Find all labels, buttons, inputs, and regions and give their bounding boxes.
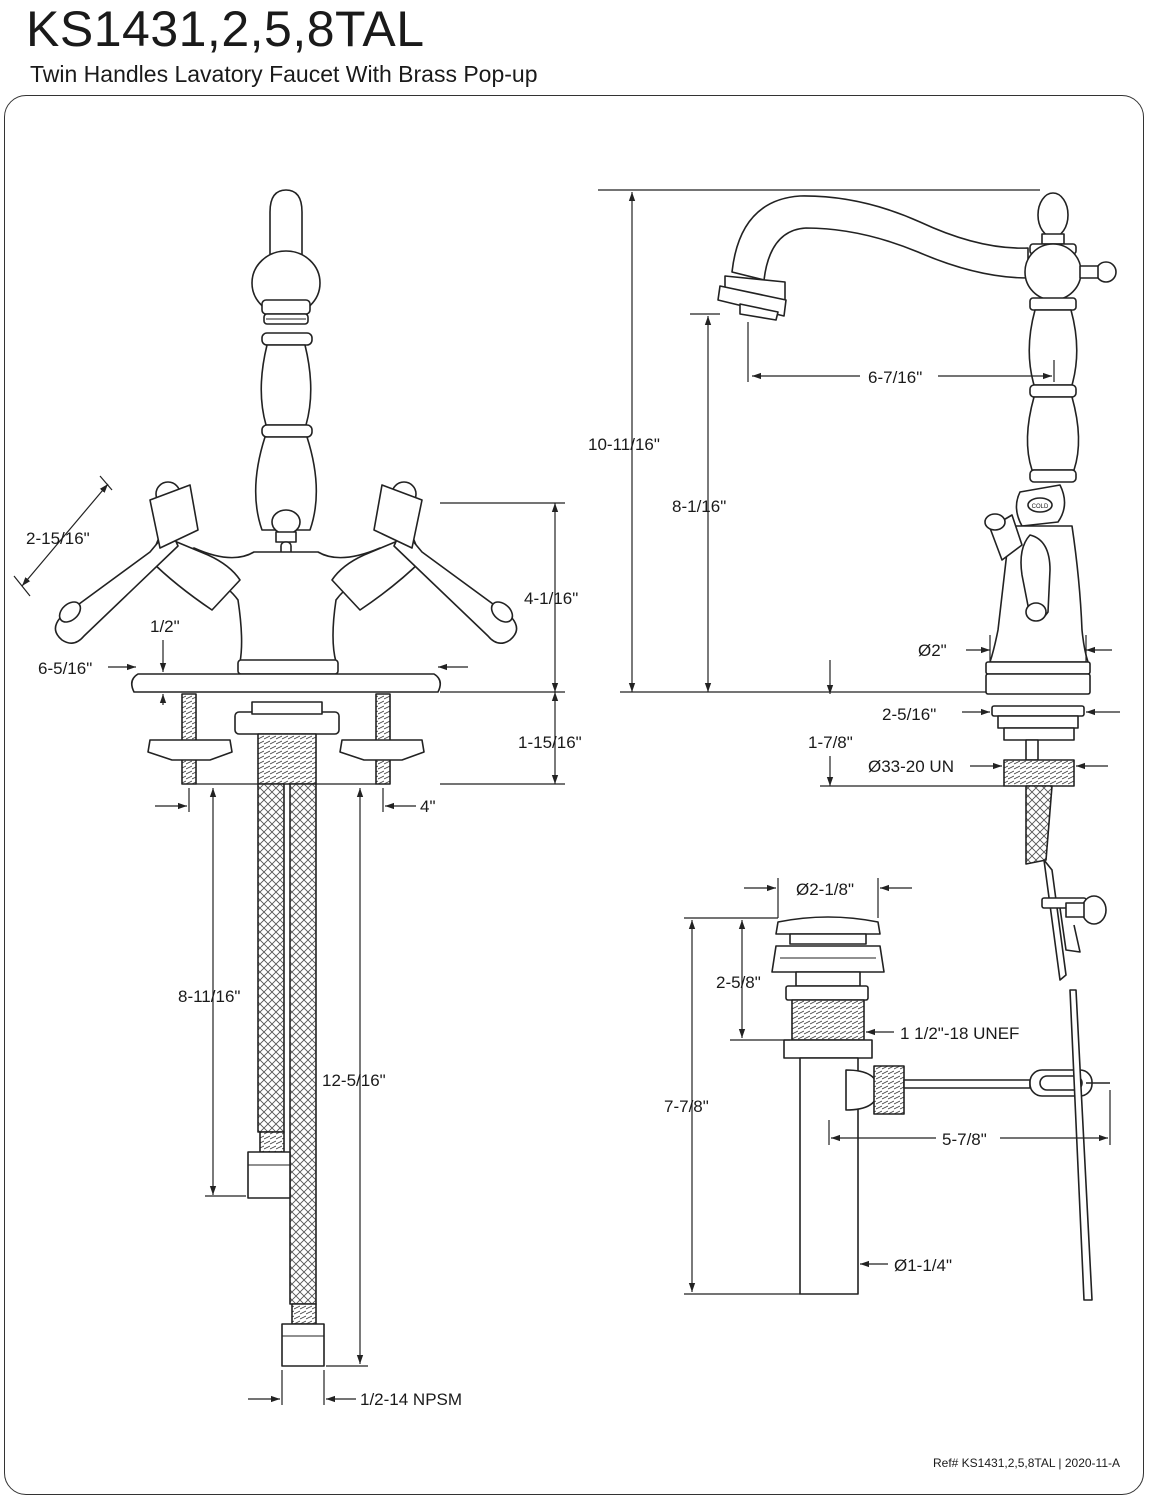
page-title: KS1431,2,5,8TAL [26,1,425,57]
dim-shank-length: 1-15/16" [518,733,582,752]
dim-drain-thread: 1 1/2"-18 UNEF [900,1024,1019,1043]
page-subtitle: Twin Handles Lavatory Faucet With Brass … [30,61,538,87]
dim-flange-diameter: Ø2-1/8" [796,880,854,899]
dim-center-spread: 4" [420,797,436,816]
drawing-frame [4,95,1144,1495]
dim-overall-height: 10-11/16" [588,435,660,454]
popup-dimensions [684,878,1111,1295]
dim-plate-width: 6-5/16" [38,659,92,678]
side-view-dimensions [598,189,1120,787]
dim-drain-overall-height: 7-7/8" [664,1097,709,1116]
cold-label: COLD [1032,504,1049,510]
side-view-faucet [717,192,1117,981]
dim-supply-line-long: 12-5/16" [322,1071,386,1090]
dim-rod-length: 5-7/8" [942,1130,987,1149]
dim-spout-reach: 6-7/16" [868,368,922,387]
dim-shank-thread: Ø33-20 UN [868,757,954,776]
dim-supply-line-short: 8-11/16" [178,987,240,1006]
popup-drain [771,916,1110,1301]
dim-handle-height: 4-1/16" [524,589,578,608]
dim-base-diameter: Ø2" [918,641,947,660]
front-view-dimensions [13,475,565,1405]
front-view-faucet [54,189,518,1367]
dim-drain-body-height: 2-5/8" [716,973,761,992]
dim-spout-height: 8-1/16" [672,497,726,516]
dim-handle-length: 2-15/16" [26,529,90,548]
reference-number: Ref# KS1431,2,5,8TAL | 2020-11-A [933,1456,1120,1470]
dim-plate-thickness: 1/2" [150,617,180,636]
dim-tail-diameter: Ø1-1/4" [894,1256,952,1275]
dim-shank-length-side: 1-7/8" [808,733,853,752]
dim-plate-diameter: 2-5/16" [882,705,936,724]
dim-supply-thread: 1/2-14 NPSM [360,1390,462,1409]
